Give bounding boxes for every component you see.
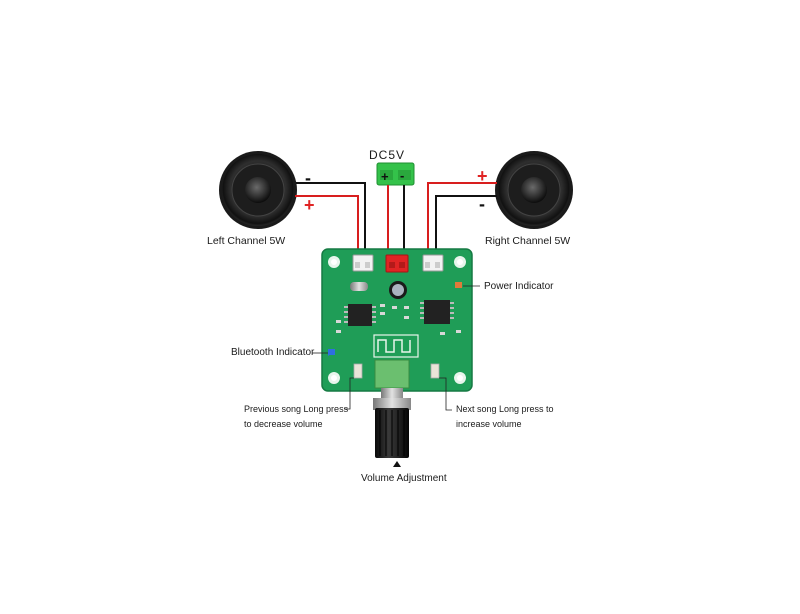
- previous-song-line-2: to decrease volume: [244, 419, 323, 429]
- volume-adjustment-label: Volume Adjustment: [361, 473, 447, 484]
- leader-lines: [312, 285, 480, 411]
- bluetooth-indicator-label: Bluetooth Indicator: [231, 347, 315, 358]
- dc5v-terminal: [376, 162, 415, 186]
- dc5v-plus-sign: +: [381, 169, 389, 184]
- dc5v-minus-sign: -: [400, 168, 405, 183]
- next-song-line-2: increase volume: [456, 419, 522, 429]
- previous-song-line-1: Previous song Long press: [244, 404, 349, 414]
- volume-knob: [373, 388, 411, 467]
- right-speaker: [495, 151, 573, 229]
- right-channel-label: Right Channel 5W: [485, 235, 571, 247]
- right-minus-sign: -: [479, 194, 485, 214]
- wires: [295, 182, 497, 256]
- left-speaker: [219, 151, 297, 229]
- pcb-board: [321, 248, 473, 392]
- left-minus-sign: -: [305, 168, 311, 188]
- next-song-line-1: Next song Long press to: [456, 404, 554, 414]
- left-channel-label: Left Channel 5W: [207, 235, 286, 247]
- left-plus-sign: +: [304, 195, 315, 215]
- next-song-note: Next song Long press to increase volume: [456, 402, 554, 432]
- power-indicator-label: Power Indicator: [484, 281, 554, 292]
- dc5v-label: DC5V: [369, 148, 406, 162]
- right-plus-sign: +: [477, 166, 488, 186]
- previous-song-note: Previous song Long press to decrease vol…: [244, 402, 348, 432]
